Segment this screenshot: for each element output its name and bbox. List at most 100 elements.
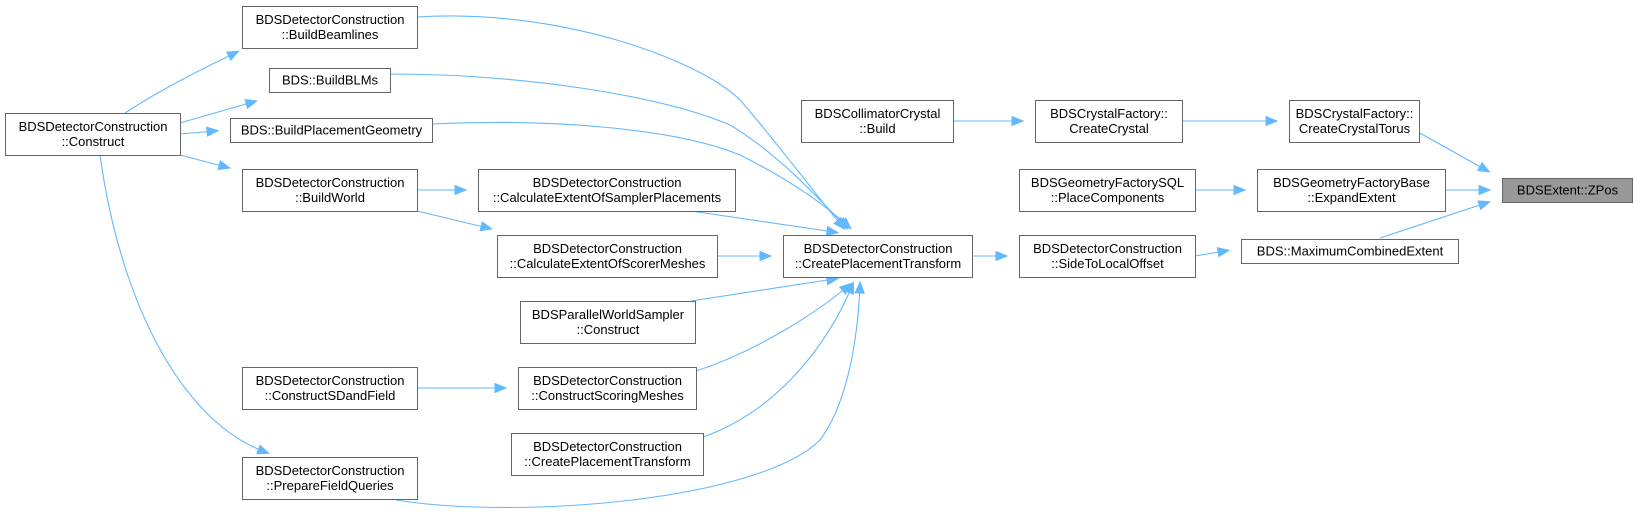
node-box — [242, 6, 418, 49]
caller-node[interactable]: BDS::MaximumCombinedExtent — [1241, 239, 1459, 264]
edge-n17-n8 — [395, 280, 865, 508]
node-label: BDSCrystalFactory:: — [1296, 106, 1414, 121]
arrowhead-icon — [854, 280, 865, 294]
node-label: BDSDetectorConstruction — [256, 373, 405, 388]
edge-n14-n8 — [690, 274, 840, 302]
caller-node[interactable]: BDS::BuildBLMs — [269, 68, 391, 93]
edge-n11-n8 — [431, 121, 852, 230]
root-node: BDSExtent::ZPos — [1502, 178, 1633, 203]
edge-line — [1379, 202, 1487, 239]
edge-n13-n8 — [717, 250, 773, 262]
arrowhead-icon — [1233, 184, 1247, 196]
arrowhead-icon — [256, 444, 270, 455]
edge-n18-n9 — [124, 50, 240, 114]
arrowhead-icon — [838, 217, 852, 230]
node-box — [242, 169, 418, 212]
node-label: ::ConstructScoringMeshes — [531, 388, 684, 403]
edge-n18-n10 — [179, 99, 259, 124]
edge-line — [1417, 131, 1487, 171]
node-label: CreateCrystalTorus — [1299, 121, 1411, 136]
caller-node[interactable]: BDSDetectorConstruction::ConstructSDandF… — [242, 367, 418, 410]
node-box — [5, 113, 181, 156]
edge-n8-n6 — [972, 250, 1009, 262]
node-label: ::SideToLocalOffset — [1051, 256, 1164, 271]
node-label: ::BuildBeamlines — [282, 27, 379, 42]
node-label: BDSDetectorConstruction — [256, 175, 405, 190]
node-label: BDSExtent::ZPos — [1517, 183, 1619, 198]
caller-node[interactable]: BDSDetectorConstruction::Construct — [5, 113, 181, 156]
arrowhead-icon — [479, 221, 494, 232]
node-label: BDS::BuildPlacementGeometry — [241, 123, 423, 138]
node-label: ::CalculateExtentOfSamplerPlacements — [493, 190, 722, 205]
edge-line — [179, 154, 227, 168]
node-label: BDSCrystalFactory:: — [1050, 106, 1168, 121]
arrowhead-icon — [1478, 184, 1492, 196]
node-label: BDSDetectorConstruction — [533, 373, 682, 388]
arrowhead-icon — [1216, 247, 1231, 258]
node-label: ::ConstructSDandField — [265, 388, 396, 403]
edge-line — [431, 121, 849, 227]
node-box — [497, 235, 718, 278]
caller-node[interactable]: BDSCrystalFactory::CreateCrystalTorus — [1289, 100, 1420, 143]
node-label: BDSDetectorConstruction — [19, 119, 168, 134]
edge-line — [702, 285, 853, 438]
edge-line — [690, 278, 835, 302]
caller-node[interactable]: BDSParallelWorldSampler::Construct — [520, 301, 696, 344]
node-box — [511, 433, 704, 476]
node-label: BDSDetectorConstruction — [804, 241, 953, 256]
arrowhead-icon — [844, 281, 855, 295]
caller-node[interactable]: BDSDetectorConstruction::CalculateExtent… — [497, 235, 718, 278]
edge-n18-n17 — [99, 154, 270, 455]
edge-n3-n0 — [1379, 200, 1492, 239]
arrowhead-icon — [995, 250, 1009, 262]
caller-node[interactable]: BDSDetectorConstruction::ConstructScorin… — [518, 367, 697, 410]
edge-n1-n0 — [1417, 131, 1491, 173]
arrowhead-icon — [454, 184, 468, 196]
caller-node[interactable]: BDSDetectorConstruction::BuildBeamlines — [242, 6, 418, 49]
node-box — [1241, 239, 1459, 264]
node-box — [242, 367, 418, 410]
node-box — [1502, 178, 1633, 203]
node-label: ::ExpandExtent — [1307, 190, 1396, 205]
node-label: ::PlaceComponents — [1051, 190, 1165, 205]
node-label: BDSGeometryFactorySQL — [1031, 175, 1184, 190]
edge-n19-n13 — [416, 210, 494, 232]
caller-node[interactable]: BDSDetectorConstruction::PrepareFieldQue… — [242, 457, 418, 500]
edge-line — [124, 52, 236, 114]
node-box — [1035, 100, 1183, 143]
caller-node[interactable]: BDS::BuildPlacementGeometry — [230, 118, 433, 143]
node-box — [801, 100, 954, 143]
node-label: CreateCrystal — [1069, 121, 1149, 136]
caller-node[interactable]: BDSGeometryFactorySQL::PlaceComponents — [1019, 169, 1196, 212]
arrowhead-icon — [1011, 115, 1025, 127]
node-label: ::CreatePlacementTransform — [795, 256, 961, 271]
edge-n12-n8 — [690, 210, 840, 237]
node-label: BDSGeometryFactoryBase — [1273, 175, 1430, 190]
edge-n20-n15 — [417, 382, 508, 394]
caller-node[interactable]: BDSDetectorConstruction::CreatePlacement… — [783, 235, 973, 278]
arrowhead-icon — [1477, 200, 1492, 211]
caller-node[interactable]: BDSDetectorConstruction::CreatePlacement… — [511, 433, 704, 476]
arrowhead-icon — [759, 250, 773, 262]
node-box — [269, 68, 391, 93]
edge-n5-n2 — [1195, 184, 1247, 196]
arrowhead-icon — [225, 50, 240, 61]
caller-node[interactable]: BDSGeometryFactoryBase::ExpandExtent — [1257, 169, 1446, 212]
node-label: ::CalculateExtentOfScorerMeshes — [510, 256, 706, 271]
nodes-layer: BDSExtent::ZPos BDSCrystalFactory::Create… — [5, 6, 1633, 500]
caller-node[interactable]: BDSCrystalFactory::CreateCrystal — [1035, 100, 1183, 143]
node-box — [518, 367, 697, 410]
node-label: ::CreatePlacementTransform — [524, 454, 690, 469]
caller-node[interactable]: BDSDetectorConstruction::BuildWorld — [242, 169, 418, 212]
node-box — [230, 118, 433, 143]
node-label: BDSDetectorConstruction — [533, 439, 682, 454]
node-box — [1257, 169, 1446, 212]
node-box — [520, 301, 696, 344]
caller-node[interactable]: BDSCollimatorCrystal::Build — [801, 100, 954, 143]
caller-node[interactable]: BDSDetectorConstruction::CalculateExtent… — [478, 169, 736, 212]
node-box — [478, 169, 736, 212]
edge-line — [690, 210, 835, 233]
edge-n18-n19 — [179, 154, 232, 171]
caller-node[interactable]: BDSDetectorConstruction::SideToLocalOffs… — [1019, 235, 1196, 278]
